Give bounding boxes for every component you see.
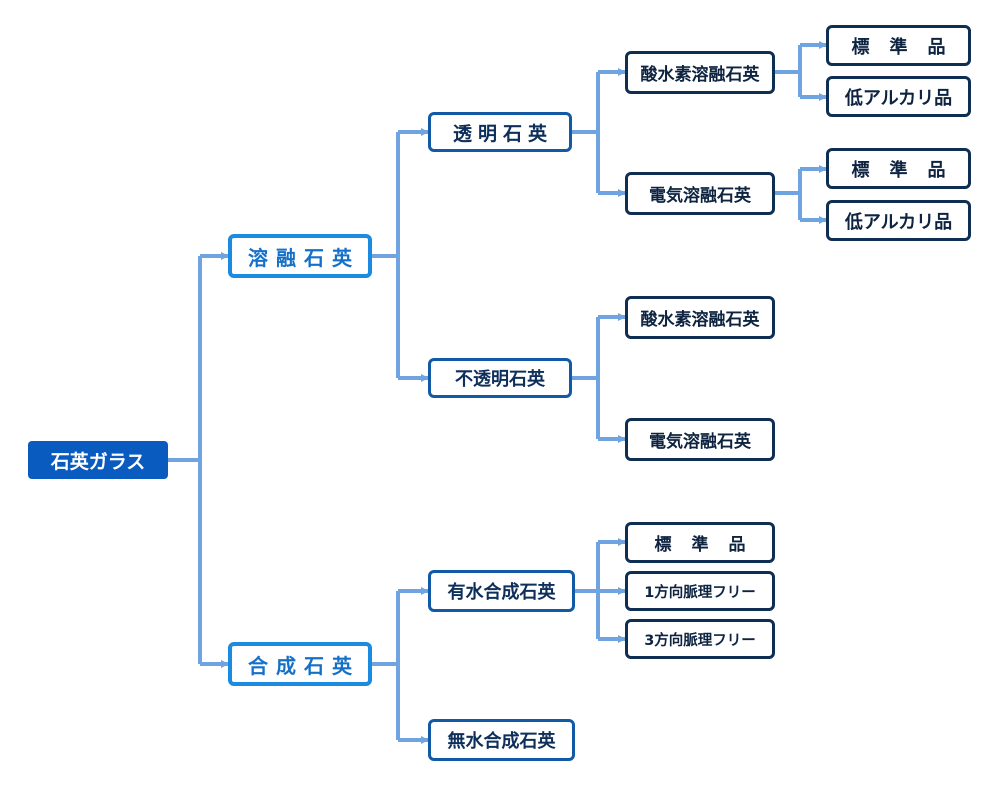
node-t-oxy-standard: 標準品 <box>826 25 971 66</box>
connector-hydrous-trunk <box>575 542 600 639</box>
node-transparent-electric: 電気溶融石英 <box>625 172 775 215</box>
connector-t-oxy-trunk <box>775 45 802 97</box>
node-transparent-oxyhydrogen: 酸水素溶融石英 <box>625 51 775 94</box>
node-opaque-electric: 電気溶融石英 <box>625 418 775 461</box>
node-t-elec-low-alkali: 低アルカリ品 <box>826 200 971 241</box>
node-hydrous-three-direction-striae-free: 3方向脈理フリー <box>625 619 775 659</box>
node-t-oxy-low-alkali: 低アルカリ品 <box>826 76 971 117</box>
node-anhydrous-synthetic-quartz: 無水合成石英 <box>428 719 575 761</box>
node-hydrous-synthetic-quartz: 有水合成石英 <box>428 570 575 612</box>
connector-fused-trunk <box>372 132 400 378</box>
node-synthetic-quartz: 合成石英 <box>228 642 372 686</box>
node-hydrous-standard: 標準品 <box>625 522 775 563</box>
node-fused-quartz: 溶融石英 <box>228 234 372 278</box>
connector-opaque-trunk <box>572 317 600 439</box>
node-hydrous-one-direction-striae-free: 1方向脈理フリー <box>625 571 775 611</box>
node-quartz-glass: 石英ガラス <box>28 441 168 479</box>
node-transparent-quartz: 透明石英 <box>428 112 572 152</box>
node-t-elec-standard: 標準品 <box>826 148 971 189</box>
node-opaque-oxyhydrogen: 酸水素溶融石英 <box>625 296 775 339</box>
node-opaque-quartz: 不透明石英 <box>428 358 572 398</box>
connector-t-elec-trunk <box>775 169 802 220</box>
connector-root-trunk <box>168 256 202 664</box>
connector-transparent-trunk <box>572 72 600 193</box>
connector-synthetic-trunk <box>372 591 400 740</box>
